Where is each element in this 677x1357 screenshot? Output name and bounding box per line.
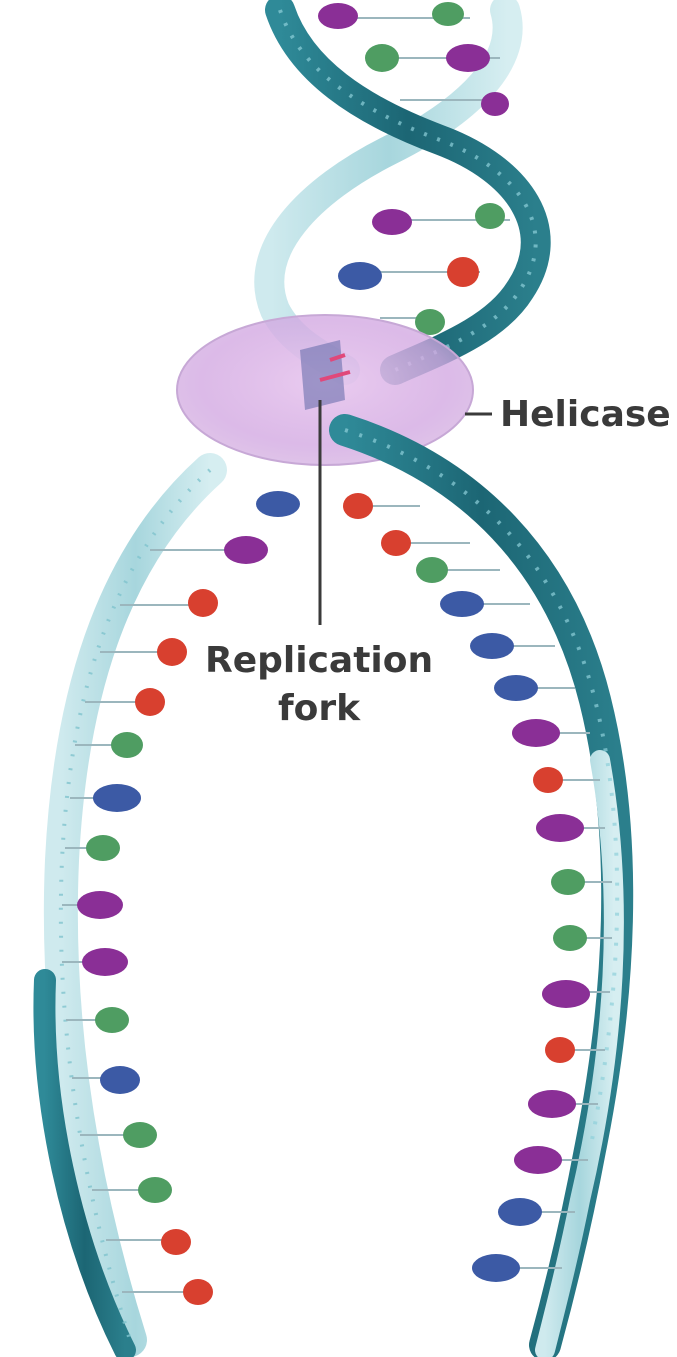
nucleotide-icon	[77, 891, 123, 919]
replication-fork-label-line2: fork	[278, 688, 361, 729]
helicase-label: Helicase	[500, 394, 671, 435]
nucleotide-icon	[95, 1007, 129, 1033]
nucleotide-icon	[472, 1254, 520, 1282]
nucleotide-icon	[157, 638, 187, 666]
nucleotide-icon	[365, 44, 399, 72]
nucleotide-icon	[536, 814, 584, 842]
nucleotide-icon	[514, 1146, 562, 1174]
nucleotide-icon	[161, 1229, 191, 1255]
nucleotide-icon	[82, 948, 128, 976]
nucleotide-icon	[432, 2, 464, 26]
nucleotide-icon	[481, 92, 509, 116]
nucleotide-icon	[551, 869, 585, 895]
nucleotide-icon	[183, 1279, 213, 1305]
nucleotide-icon	[138, 1177, 172, 1203]
nucleotide-icon	[416, 557, 448, 583]
nucleotide-icon	[111, 732, 143, 758]
nucleotide-icon	[475, 203, 505, 229]
nucleotide-icon	[381, 530, 411, 556]
nucleotide-icon	[446, 44, 490, 72]
nucleotide-icon	[553, 925, 587, 951]
nucleotide-icon	[123, 1122, 157, 1148]
nucleotide-icon	[498, 1198, 542, 1226]
nucleotide-icon	[372, 209, 412, 235]
nucleotide-icon	[447, 257, 479, 287]
helicase-enzyme-icon	[177, 315, 473, 465]
helicase-callout: Helicase	[465, 394, 671, 435]
replication-fork-label-line1: Replication	[205, 640, 433, 681]
nucleotide-icon	[256, 491, 300, 517]
nucleotide-icon	[542, 980, 590, 1008]
nucleotide-icon	[343, 493, 373, 519]
nucleotide-icon	[415, 309, 445, 335]
nucleotide-icon	[545, 1037, 575, 1063]
lower-strands	[44, 430, 617, 1350]
nucleotide-icon	[494, 675, 538, 701]
nucleotide-icon	[93, 784, 141, 812]
nucleotide-icon	[533, 767, 563, 793]
nucleotide-icon	[440, 591, 484, 617]
nucleotide-icon	[528, 1090, 576, 1118]
nucleotide-icon	[224, 536, 268, 564]
nucleotide-icon	[188, 589, 218, 617]
nucleotide-icon	[338, 262, 382, 290]
nucleotide-icon	[512, 719, 560, 747]
nucleotide-icon	[318, 3, 358, 29]
nucleotide-icon	[135, 688, 165, 716]
nucleotide-icon	[470, 633, 514, 659]
nucleotide-icon	[100, 1066, 140, 1094]
nucleotide-icon	[86, 835, 120, 861]
